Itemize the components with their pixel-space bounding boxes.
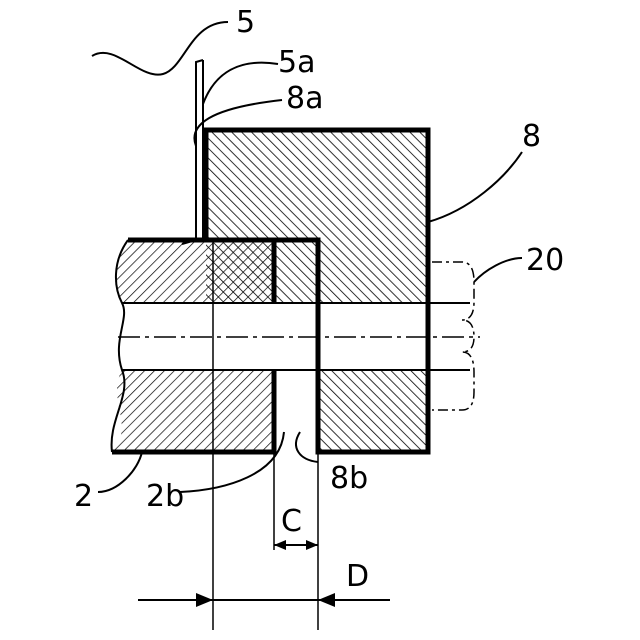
label-5a: 5a	[278, 45, 315, 80]
label-8b: 8b	[330, 461, 368, 496]
leader-20	[474, 258, 522, 282]
leader-5	[92, 22, 228, 75]
part-5-sheet	[182, 60, 203, 244]
label-c: C	[281, 504, 302, 539]
leader-8	[428, 152, 522, 222]
leader-5a	[203, 63, 278, 104]
part-20-bolt-head	[432, 262, 474, 410]
label-d: D	[346, 559, 369, 594]
leader-8b	[296, 432, 318, 462]
leader-2	[98, 452, 142, 492]
label-2: 2	[74, 479, 93, 514]
label-8a: 8a	[286, 81, 323, 116]
label-2b: 2b	[146, 479, 184, 514]
label-20: 20	[526, 243, 564, 278]
dimension-c: C	[274, 504, 318, 550]
label-8: 8	[522, 119, 541, 154]
label-5: 5	[236, 5, 255, 40]
dimension-d: D	[138, 559, 390, 607]
